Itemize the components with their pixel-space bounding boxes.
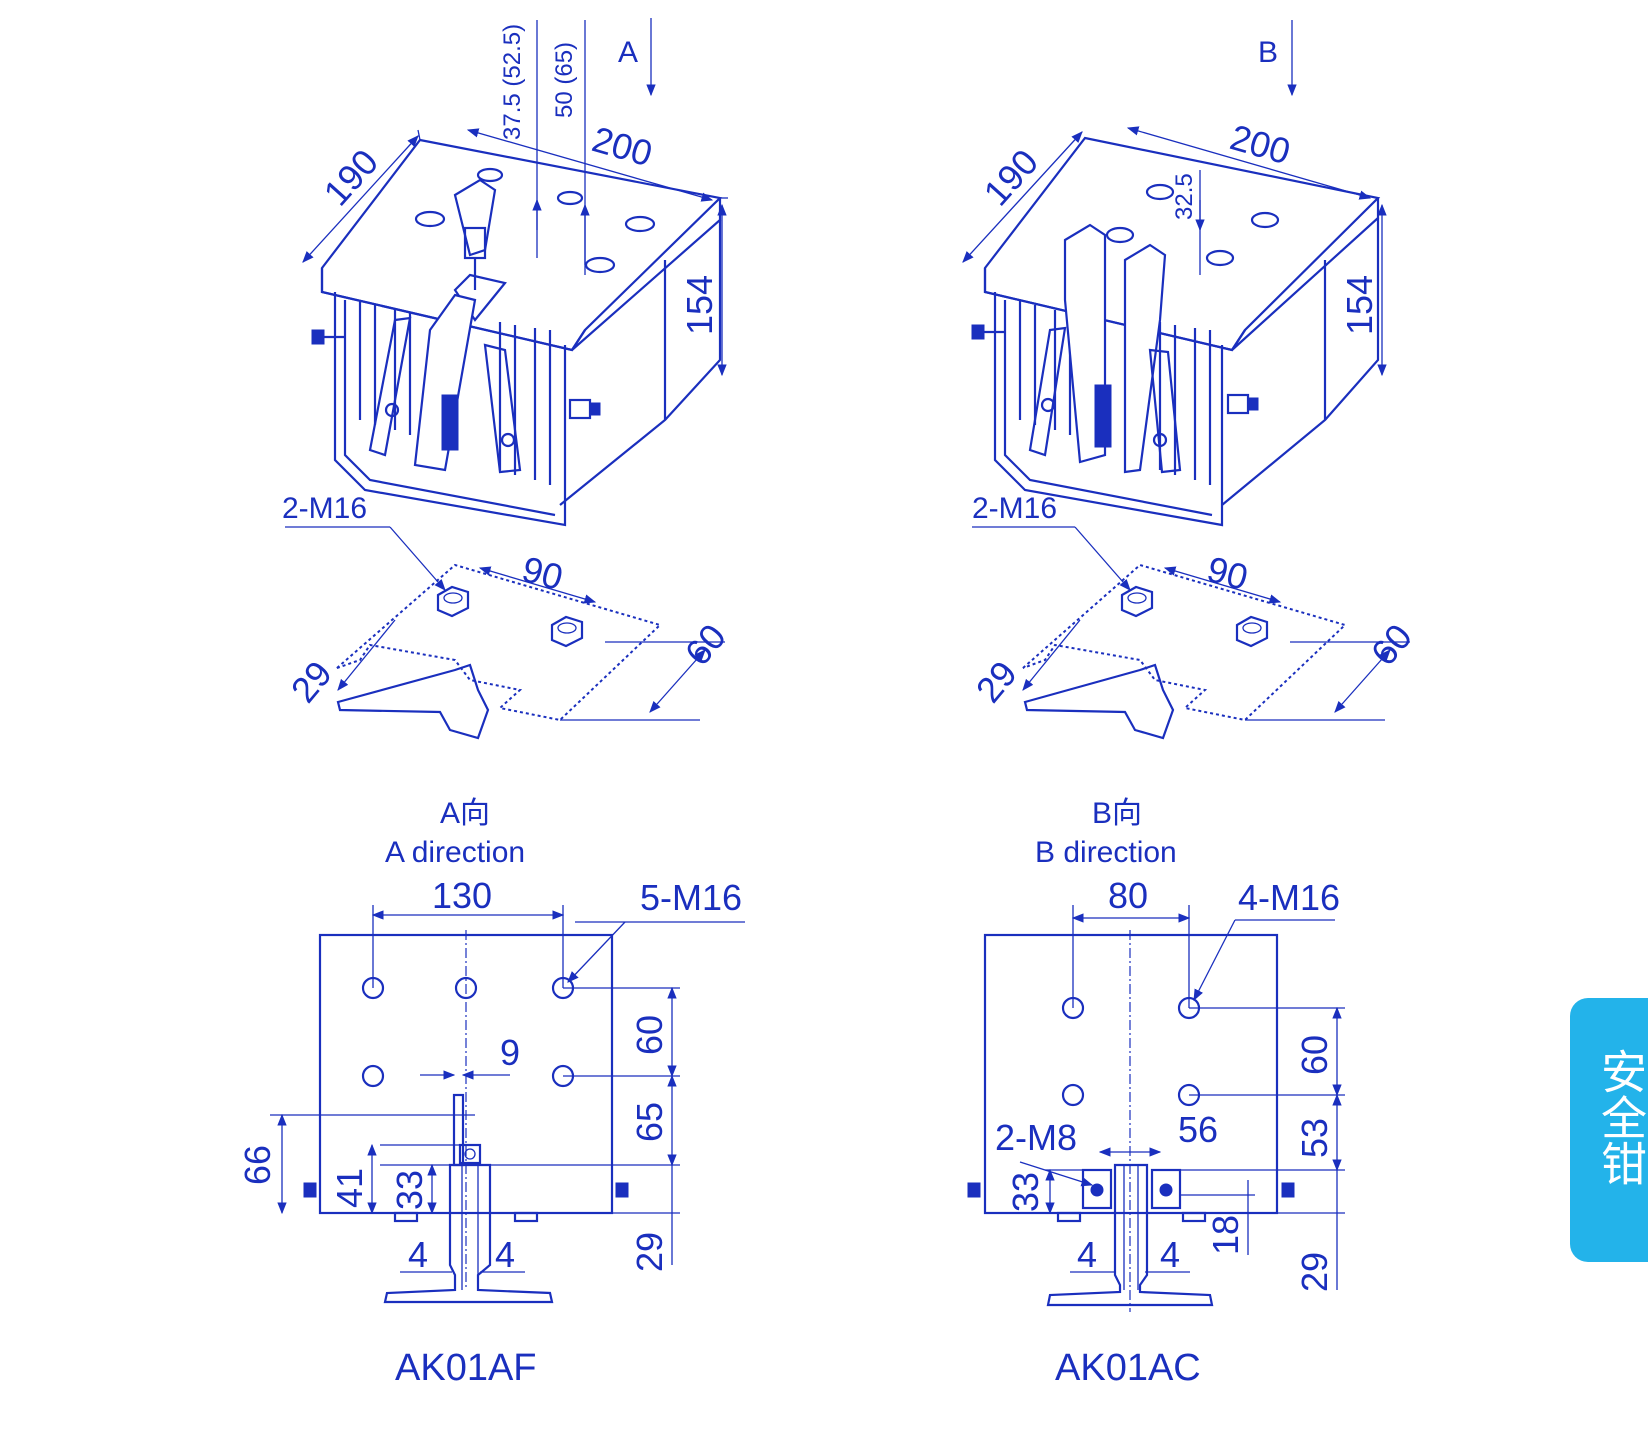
- bolt-icon: [615, 1182, 629, 1198]
- dim-offset: 32.5: [1171, 173, 1198, 220]
- left-isometric-view: [311, 138, 723, 527]
- view-arrow-label-b: B: [1258, 36, 1278, 69]
- left-face-view: [270, 905, 745, 1304]
- base-depth: 60: [677, 616, 734, 673]
- side-tab-label: 安全钳: [1594, 1048, 1648, 1186]
- bolt-icon: [971, 324, 1005, 340]
- nut-icon: [436, 585, 470, 618]
- row-2-dim: 65: [629, 1102, 670, 1142]
- base-spacing: 90: [1203, 548, 1252, 598]
- block-2-dim: 33: [389, 1170, 430, 1210]
- face-width-dim: 130: [432, 875, 492, 916]
- side-tab[interactable]: 安全钳: [1570, 998, 1648, 1262]
- block-1-dim: 41: [329, 1168, 370, 1208]
- holes-label: 4-M16: [1238, 877, 1340, 918]
- left-base-view: [285, 526, 725, 740]
- screw-label: 2-M8: [995, 1117, 1077, 1158]
- view-title-cn: B向: [1092, 797, 1142, 830]
- view-title-en: A direction: [385, 836, 525, 869]
- view-arrow-label-a: A: [618, 36, 638, 69]
- left-height-dim: 66: [237, 1145, 278, 1185]
- row-1-dim: 60: [1294, 1035, 1335, 1075]
- bolt-icon: [1226, 393, 1259, 415]
- view-title-cn: A向: [440, 797, 490, 830]
- bottom-dim: 29: [629, 1232, 670, 1272]
- left-iso-dimensions: [302, 18, 728, 377]
- dim-width: 200: [1226, 116, 1295, 172]
- rail-left-dim: 4: [408, 1234, 428, 1275]
- bolt-icon: [967, 1182, 981, 1198]
- holes-label: 5-M16: [640, 877, 742, 918]
- bolt-icon: [1281, 1182, 1295, 1198]
- rail-left-dim: 4: [1077, 1234, 1097, 1275]
- right-offset-dim: 18: [1205, 1215, 1246, 1255]
- right-base-view: [972, 526, 1410, 740]
- nut-icon: [1235, 615, 1269, 648]
- bolt-label: 2-M16: [972, 492, 1057, 525]
- dim-offset-a: 37.5 (52.5): [499, 24, 526, 140]
- dim-height: 154: [679, 275, 720, 335]
- base-spacing: 90: [518, 548, 567, 598]
- model-label: AK01AF: [395, 1347, 537, 1389]
- dim-width: 200: [588, 118, 657, 174]
- dim-offset-b: 50 (65): [551, 42, 578, 118]
- bottom-dim: 29: [1294, 1252, 1335, 1292]
- row-2-dim: 53: [1294, 1118, 1335, 1158]
- bolt-icon: [568, 398, 601, 420]
- dim-height: 154: [1339, 275, 1380, 335]
- model-label: AK01AC: [1055, 1347, 1201, 1389]
- face-width-dim: 80: [1108, 875, 1148, 916]
- bolt-icon: [311, 329, 345, 345]
- rail-right-dim: 4: [1160, 1234, 1180, 1275]
- block-dim: 33: [1005, 1172, 1046, 1212]
- rail-right-dim: 4: [495, 1234, 515, 1275]
- row-1-dim: 60: [629, 1015, 670, 1055]
- inner-width-dim: 56: [1178, 1109, 1218, 1150]
- base-rail: 29: [283, 653, 340, 710]
- base-rail: 29: [968, 653, 1025, 710]
- base-depth: 60: [1363, 616, 1420, 673]
- bolt-label: 2-M16: [282, 492, 367, 525]
- view-title-en: B direction: [1035, 836, 1177, 869]
- nut-icon: [1120, 585, 1154, 618]
- right-face-view: [967, 905, 1345, 1312]
- bolt-icon: [303, 1182, 317, 1198]
- gap-dim: 9: [500, 1032, 520, 1073]
- right-iso-dimensions: [962, 20, 1387, 377]
- nut-icon: [550, 615, 584, 648]
